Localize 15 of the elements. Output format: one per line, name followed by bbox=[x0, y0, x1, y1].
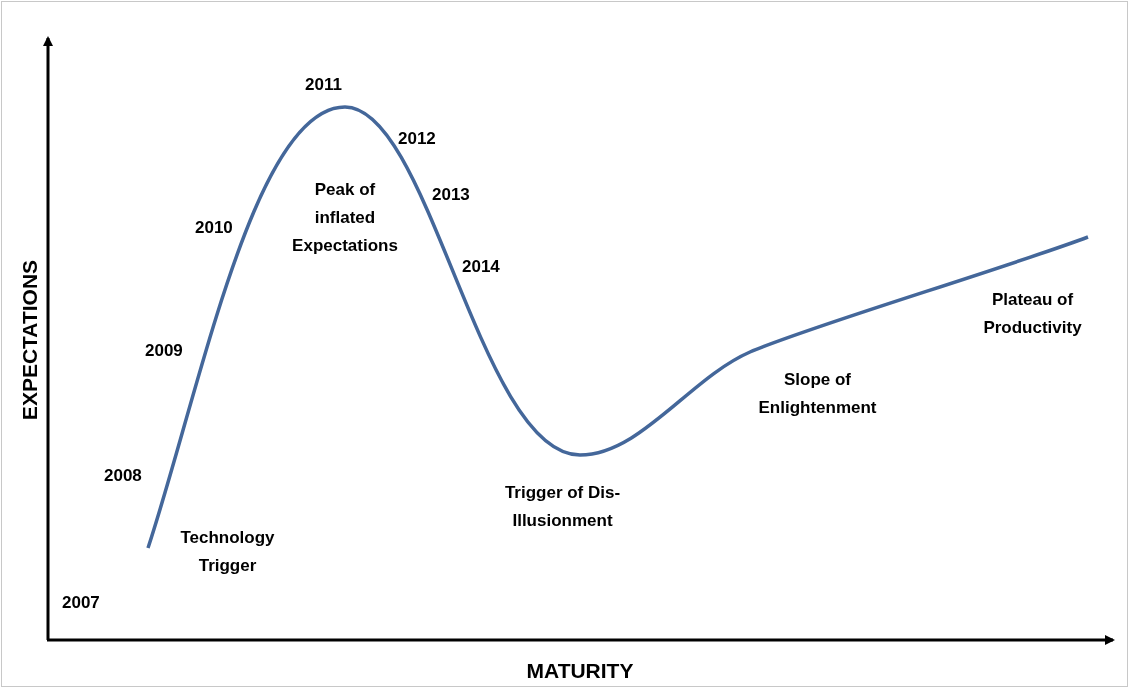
year-label: 2010 bbox=[195, 217, 233, 239]
phase-label: Peak of inflated Expectations bbox=[291, 179, 399, 257]
year-label: 2014 bbox=[462, 256, 500, 278]
year-label: 2013 bbox=[432, 184, 470, 206]
phase-label: Trigger of Dis-Illusionment bbox=[503, 482, 622, 532]
phase-label: Technology Trigger bbox=[179, 527, 276, 577]
axis-title: MATURITY bbox=[526, 658, 634, 684]
axis-title: EXPECTATIONS bbox=[17, 259, 43, 421]
year-label: 2012 bbox=[398, 128, 436, 150]
year-label: 2007 bbox=[62, 592, 100, 614]
year-label: 2011 bbox=[305, 74, 342, 96]
year-label: 2009 bbox=[145, 340, 183, 362]
phase-label: Slope of Enlightenment bbox=[757, 369, 878, 419]
phase-label: Plateau of Productivity bbox=[982, 289, 1083, 339]
year-label: 2008 bbox=[104, 465, 142, 487]
